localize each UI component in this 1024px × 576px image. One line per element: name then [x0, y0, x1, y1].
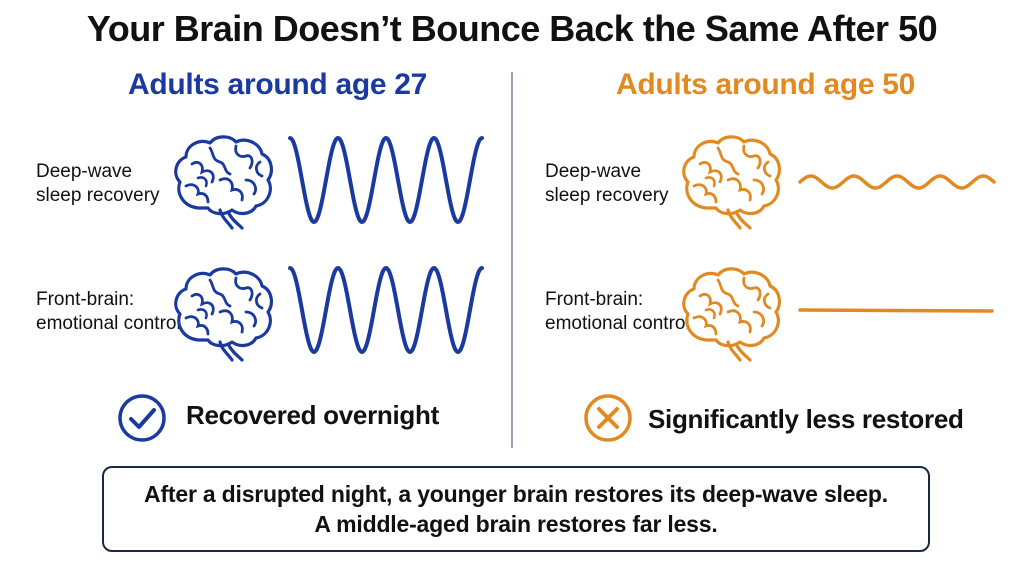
right-status-text: Significantly less restored: [648, 404, 964, 434]
caption-line-1: After a disrupted night, a younger brain…: [144, 481, 888, 507]
brain-icon: [682, 267, 781, 362]
right-row-2-label-line1: Front-brain:: [545, 289, 644, 310]
right-row-1-label: Deep-wave sleep recovery: [545, 160, 685, 208]
x-circle-icon: [584, 394, 632, 442]
left-row-2-label-line1: Front-brain:: [36, 289, 135, 310]
check-circle-icon: [118, 394, 166, 442]
flat-line: [798, 308, 994, 313]
caption-line-2: A middle-aged brain restores far less.: [314, 511, 718, 537]
left-row-1-label-line1: Deep-wave: [36, 161, 133, 182]
right-row-2-label-line2: emotional control: [545, 313, 690, 334]
left-row-1-label-line2: sleep recovery: [36, 185, 160, 206]
left-column-heading: Adults around age 27: [128, 68, 428, 101]
left-row-2-label: Front-brain: emotional control: [36, 288, 181, 336]
right-row-1-label-line1: Deep-wave: [545, 161, 642, 182]
brain-icon: [682, 135, 781, 230]
low-amplitude-wave: [798, 174, 996, 190]
brain-icon: [174, 135, 273, 230]
right-row-2-label: Front-brain: emotional control: [545, 288, 690, 336]
high-amplitude-wave: [288, 265, 484, 355]
high-amplitude-wave: [288, 135, 484, 225]
right-column-heading: Adults around age 50: [616, 68, 916, 101]
left-status-text: Recovered overnight: [186, 400, 439, 430]
left-row-1-label: Deep-wave sleep recovery: [36, 160, 176, 208]
brain-icon: [174, 267, 273, 362]
left-row-2-label-line2: emotional control: [36, 313, 181, 334]
center-divider: [511, 72, 513, 448]
summary-caption-box: After a disrupted night, a younger brain…: [102, 466, 930, 552]
right-row-1-label-line2: sleep recovery: [545, 185, 669, 206]
page-title: Your Brain Doesn’t Bounce Back the Same …: [86, 8, 938, 49]
